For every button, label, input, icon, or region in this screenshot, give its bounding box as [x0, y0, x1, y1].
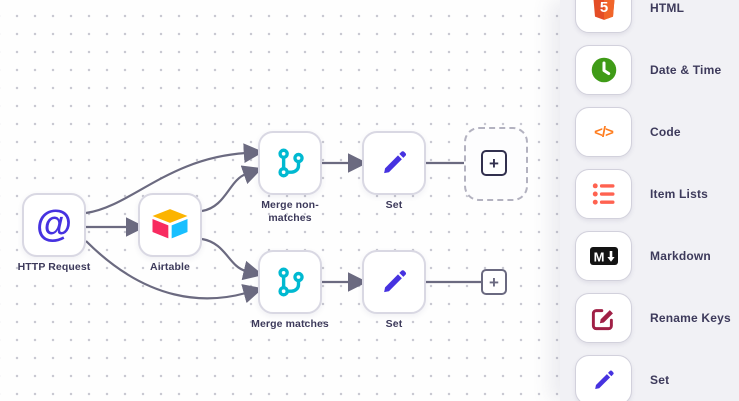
code-icon: </>: [594, 123, 614, 141]
svg-text:M: M: [593, 250, 604, 265]
panel-item-label: HTML: [650, 1, 685, 15]
panel-item-html[interactable]: 5 HTML: [560, 0, 739, 33]
panel-item-markdown[interactable]: M Markdown: [560, 231, 739, 281]
node-label: Merge matches: [251, 318, 329, 330]
pen-icon: [384, 151, 407, 174]
panel-item-label: Date & Time: [650, 63, 722, 77]
html5-icon: 5: [593, 0, 614, 20]
merge-icon: [278, 148, 304, 178]
panel-item-label: Rename Keys: [650, 311, 731, 325]
node-label: Set: [385, 199, 403, 211]
panel-item-set[interactable]: Set: [560, 355, 739, 401]
panel-item-label: Code: [650, 125, 681, 139]
add-node-button-bottom[interactable]: +: [481, 269, 507, 295]
node-airtable[interactable]: [138, 193, 202, 257]
node-label: Airtable: [150, 261, 190, 273]
node-set-bottom[interactable]: [362, 250, 426, 314]
panel-item-label: Set: [650, 373, 670, 387]
edit-icon: [591, 308, 613, 330]
node-merge-non-matches[interactable]: [258, 131, 322, 195]
add-node-button-top[interactable]: +: [481, 150, 507, 176]
pen-icon: [595, 370, 614, 389]
plus-icon: +: [489, 272, 499, 292]
clock-icon: [591, 57, 616, 83]
connection-airtable-to-merge-non-matches: [201, 165, 263, 213]
at-sign-icon: @: [35, 202, 73, 244]
merge-icon: [278, 267, 304, 297]
pen-icon: [384, 270, 407, 293]
node-types-panel: 5 HTML Date & Time </> Code: [560, 0, 739, 401]
plus-icon: +: [489, 153, 499, 173]
panel-item-item-lists[interactable]: Item Lists: [560, 169, 739, 219]
panel-item-label: Markdown: [650, 249, 711, 263]
airtable-icon: [152, 209, 188, 239]
svg-text:5: 5: [599, 0, 607, 16]
panel-item-code[interactable]: </> Code: [560, 107, 739, 157]
panel-item-label: Item Lists: [650, 187, 709, 201]
node-label: Merge non-matches: [261, 199, 319, 225]
node-http-request[interactable]: @: [22, 193, 86, 257]
panel-item-date-time[interactable]: Date & Time: [560, 45, 739, 95]
markdown-icon: M: [589, 247, 618, 265]
list-icon: [592, 183, 614, 205]
node-merge-matches[interactable]: [258, 250, 322, 314]
node-label: Set: [385, 318, 403, 330]
node-set-top[interactable]: [362, 131, 426, 195]
node-label: HTTP Request: [17, 261, 91, 273]
panel-item-rename-keys[interactable]: Rename Keys: [560, 293, 739, 343]
